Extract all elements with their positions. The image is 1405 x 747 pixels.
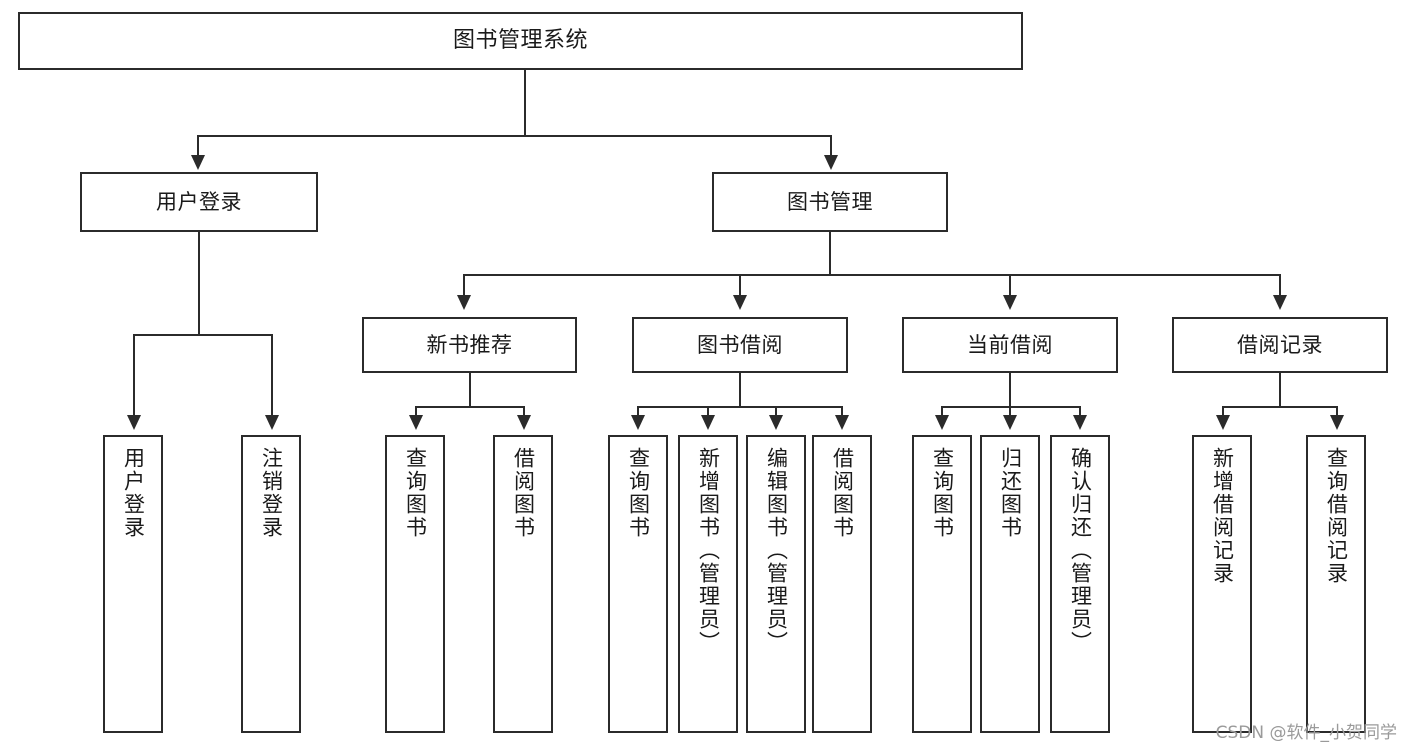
node-leaf-query-book-1-label: 查询图书 [403, 447, 428, 539]
node-leaf-borrow-book-2-label: 借阅图书 [830, 447, 855, 539]
edge-br-branch-2 [1336, 406, 1338, 418]
node-leaf-query-book-3-label: 查询图书 [930, 447, 955, 539]
node-borrow-record-label: 借阅记录 [1237, 332, 1323, 357]
arrow-to-leaf-logout-login [265, 415, 279, 430]
node-leaf-add-record-label: 新增借阅记录 [1210, 447, 1235, 585]
edge-to-book-borrow [739, 274, 741, 297]
arrow-to-leaf-borrow-book-1 [517, 415, 531, 430]
node-leaf-borrow-book-2[interactable]: 借阅图书 [812, 435, 872, 733]
edge-to-new-book-recommend [463, 274, 465, 297]
node-leaf-edit-book-label: 编辑图书（管理员） [764, 447, 789, 654]
node-leaf-logout-login[interactable]: 注销登录 [241, 435, 301, 733]
node-root-label: 图书管理系统 [452, 28, 588, 54]
edge-root-to-user-login [197, 135, 199, 157]
node-leaf-query-record[interactable]: 查询借阅记录 [1306, 435, 1366, 733]
node-root[interactable]: 图书管理系统 [18, 12, 1023, 70]
node-leaf-query-book-2[interactable]: 查询图书 [608, 435, 668, 733]
arrow-root-to-user-login [191, 155, 205, 170]
edge-borrow-record-down [1279, 373, 1281, 408]
node-new-book-recommend[interactable]: 新书推荐 [362, 317, 577, 373]
edge-current-borrow-down [1009, 373, 1011, 408]
edge-user-login-bus [133, 334, 273, 336]
node-book-management-label: 图书管理 [787, 189, 873, 214]
node-user-login[interactable]: 用户登录 [80, 172, 318, 232]
edge-bb-branch-1 [637, 406, 639, 418]
edge-bb-branch-2 [707, 406, 709, 418]
edge-nbr-branch-1 [415, 406, 417, 418]
edge-cb-branch-3 [1079, 406, 1081, 418]
node-leaf-confirm-return[interactable]: 确认归还（管理员） [1050, 435, 1110, 733]
node-book-management[interactable]: 图书管理 [712, 172, 948, 232]
arrow-to-leaf-add-record [1216, 415, 1230, 430]
node-leaf-query-book-1[interactable]: 查询图书 [385, 435, 445, 733]
arrow-to-leaf-borrow-book-2 [835, 415, 849, 430]
node-leaf-add-book[interactable]: 新增图书（管理员） [678, 435, 738, 733]
arrow-to-leaf-query-book-2 [631, 415, 645, 430]
node-leaf-borrow-book-1[interactable]: 借阅图书 [493, 435, 553, 733]
arrow-to-leaf-confirm-return [1073, 415, 1087, 430]
edge-nbr-branch-2 [523, 406, 525, 418]
node-leaf-logout-login-label: 注销登录 [259, 447, 284, 539]
edge-cb-branch-1 [941, 406, 943, 418]
arrow-to-borrow-record [1273, 295, 1287, 310]
edge-bb-branch-4 [841, 406, 843, 418]
csdn-watermark: CSDN @软件_小贺同学 [1215, 723, 1397, 743]
node-leaf-return-book-label: 归还图书 [998, 447, 1023, 539]
node-leaf-query-book-2-label: 查询图书 [626, 447, 651, 539]
node-leaf-add-record[interactable]: 新增借阅记录 [1192, 435, 1252, 733]
edge-to-current-borrow [1009, 274, 1011, 297]
node-current-borrow[interactable]: 当前借阅 [902, 317, 1118, 373]
node-leaf-return-book[interactable]: 归还图书 [980, 435, 1040, 733]
arrow-to-leaf-query-book-3 [935, 415, 949, 430]
node-new-book-recommend-label: 新书推荐 [426, 332, 513, 357]
arrow-to-leaf-return-book [1003, 415, 1017, 430]
arrow-to-leaf-query-record [1330, 415, 1344, 430]
node-leaf-user-login-label: 用户登录 [121, 447, 146, 539]
edge-new-book-recommend-bus [415, 406, 525, 408]
arrow-to-leaf-user-login [127, 415, 141, 430]
edge-user-login-branch-1 [133, 334, 135, 417]
node-leaf-query-record-label: 查询借阅记录 [1324, 447, 1349, 585]
edge-user-login-down [198, 232, 200, 336]
node-leaf-add-book-label: 新增图书（管理员） [696, 447, 721, 654]
edge-book-management-down [829, 232, 831, 276]
arrow-to-book-borrow [733, 295, 747, 310]
arrow-to-leaf-add-book [701, 415, 715, 430]
edge-book-borrow-bus [637, 406, 843, 408]
arrow-root-to-book-management [824, 155, 838, 170]
edge-level3-bus [463, 274, 1281, 276]
node-current-borrow-label: 当前借阅 [967, 332, 1053, 357]
edge-user-login-branch-2 [271, 334, 273, 417]
node-leaf-edit-book[interactable]: 编辑图书（管理员） [746, 435, 806, 733]
edge-new-book-recommend-down [469, 373, 471, 408]
edge-root-bus [197, 135, 831, 137]
node-book-borrow-label: 图书借阅 [697, 332, 783, 357]
node-leaf-borrow-book-1-label: 借阅图书 [511, 447, 536, 539]
node-leaf-query-book-3[interactable]: 查询图书 [912, 435, 972, 733]
edge-cb-branch-2 [1009, 406, 1011, 418]
edge-root-to-book-management [830, 135, 832, 157]
arrow-to-new-book-recommend [457, 295, 471, 310]
edge-borrow-record-bus [1222, 406, 1338, 408]
edge-book-borrow-down [739, 373, 741, 408]
edge-current-borrow-bus [941, 406, 1081, 408]
edge-br-branch-1 [1222, 406, 1224, 418]
arrow-to-leaf-query-book-1 [409, 415, 423, 430]
edge-to-borrow-record [1279, 274, 1281, 297]
node-leaf-user-login[interactable]: 用户登录 [103, 435, 163, 733]
edge-bb-branch-3 [775, 406, 777, 418]
node-borrow-record[interactable]: 借阅记录 [1172, 317, 1388, 373]
node-user-login-label: 用户登录 [156, 189, 242, 214]
edge-root-down [524, 70, 526, 136]
node-leaf-confirm-return-label: 确认归还（管理员） [1068, 447, 1093, 654]
node-book-borrow[interactable]: 图书借阅 [632, 317, 848, 373]
arrow-to-current-borrow [1003, 295, 1017, 310]
arrow-to-leaf-edit-book [769, 415, 783, 430]
